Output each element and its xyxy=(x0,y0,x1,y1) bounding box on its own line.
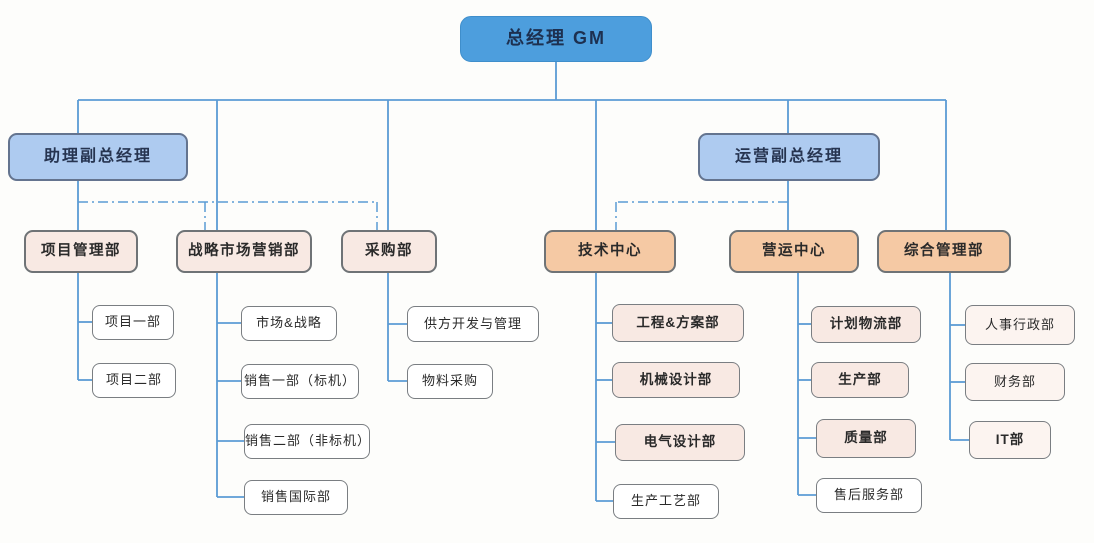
sub-dept-node: 生产部 xyxy=(811,362,909,398)
vice-gm-right-node: 运营副总经理 xyxy=(698,133,880,181)
sub-dept-node: 供方开发与管理 xyxy=(407,306,539,342)
dept-project-mgmt-node: 项目管理部 xyxy=(24,230,138,273)
sub-dept-node: 质量部 xyxy=(816,419,916,458)
sub-dept-node: 工程&方案部 xyxy=(612,304,744,342)
vice-gm-left-node: 助理副总经理 xyxy=(8,133,188,181)
sub-dept-node: 售后服务部 xyxy=(816,478,922,513)
sub-dept-node: 机械设计部 xyxy=(612,362,740,398)
sub-dept-node: 电气设计部 xyxy=(615,424,745,461)
sub-dept-node: 计划物流部 xyxy=(811,306,921,343)
sub-dept-node: 生产工艺部 xyxy=(613,484,719,519)
sub-dept-node: 项目一部 xyxy=(92,305,174,340)
sub-dept-node: 人事行政部 xyxy=(965,305,1075,345)
dept-tech-center-node: 技术中心 xyxy=(544,230,676,273)
sub-dept-node: 销售国际部 xyxy=(244,480,348,515)
sub-dept-node: 市场&战略 xyxy=(241,306,337,341)
gm-node: 总经理 GM xyxy=(460,16,652,62)
sub-dept-node: 财务部 xyxy=(965,363,1065,401)
sub-dept-node: 销售一部（标机） xyxy=(241,364,359,399)
sub-dept-node: IT部 xyxy=(969,421,1051,459)
sub-dept-node: 销售二部（非标机） xyxy=(244,424,370,459)
dept-general-mgmt-node: 综合管理部 xyxy=(877,230,1011,273)
dept-operations-center-node: 营运中心 xyxy=(729,230,859,273)
sub-dept-node: 项目二部 xyxy=(92,363,176,398)
dept-strategic-marketing-node: 战略市场营销部 xyxy=(176,230,312,273)
dept-procurement-node: 采购部 xyxy=(341,230,437,273)
sub-dept-node: 物料采购 xyxy=(407,364,493,399)
